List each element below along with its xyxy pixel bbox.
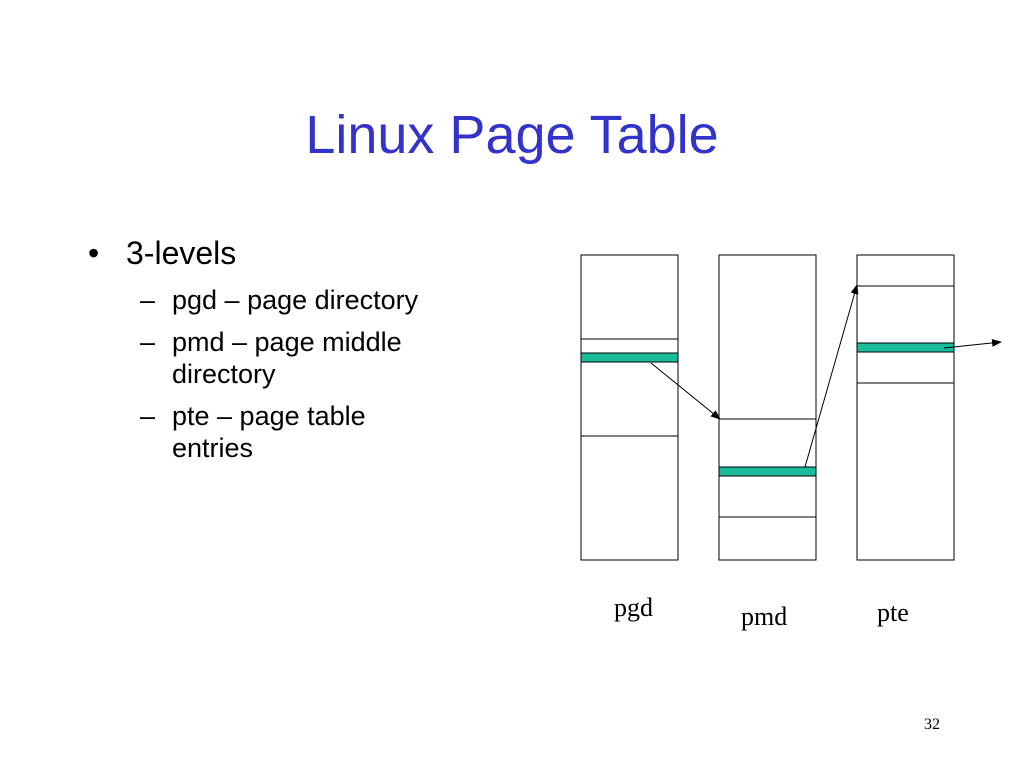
bullet-list: • 3-levels – pgd – page directory – pmd … bbox=[88, 232, 508, 464]
pmd-to-pte-arrow bbox=[804, 284, 859, 468]
sub-bullet-marker: – bbox=[140, 401, 156, 431]
sub-bullet-text-continued: directory bbox=[172, 359, 276, 389]
pte-entry-highlight bbox=[856, 342, 955, 353]
sub-bullet-text: pmd – page middle bbox=[172, 327, 402, 357]
bullet-text: 3-levels bbox=[126, 235, 237, 271]
sub-bullet-marker: – bbox=[140, 285, 156, 315]
pgd-table bbox=[580, 254, 679, 561]
pmd-table bbox=[718, 254, 817, 561]
pgd-table-outline bbox=[580, 254, 679, 561]
bullet-item: • 3-levels bbox=[88, 232, 508, 274]
sub-bullet-pte: – pte – page table entries bbox=[88, 400, 508, 464]
pte-table bbox=[856, 254, 955, 561]
pgd-label: pgd bbox=[614, 593, 653, 622]
pgd-entry-highlight bbox=[580, 352, 679, 363]
pmd-label: pmd bbox=[741, 602, 787, 631]
bullet-marker: • bbox=[88, 235, 100, 271]
page-number: 32 bbox=[924, 716, 940, 733]
pgd-to-pmd-arrow bbox=[650, 362, 721, 420]
pte-to-page-arrow bbox=[943, 338, 1002, 349]
sub-bullet-text-continued: entries bbox=[172, 433, 254, 463]
pmd-table-outline bbox=[718, 254, 817, 561]
sub-bullet-text: pte – page table bbox=[172, 401, 366, 431]
slide-title: Linux Page Table bbox=[305, 105, 719, 165]
sub-bullet-marker: – bbox=[140, 327, 156, 357]
pte-table-outline bbox=[856, 254, 955, 561]
sub-bullet-pmd: – pmd – page middle directory bbox=[88, 326, 508, 390]
pmd-entry-highlight bbox=[718, 466, 817, 477]
sub-bullet-text: pgd – page directory bbox=[172, 285, 419, 315]
sub-bullet-pgd: – pgd – page directory bbox=[88, 284, 508, 316]
pte-label: pte bbox=[877, 598, 909, 627]
